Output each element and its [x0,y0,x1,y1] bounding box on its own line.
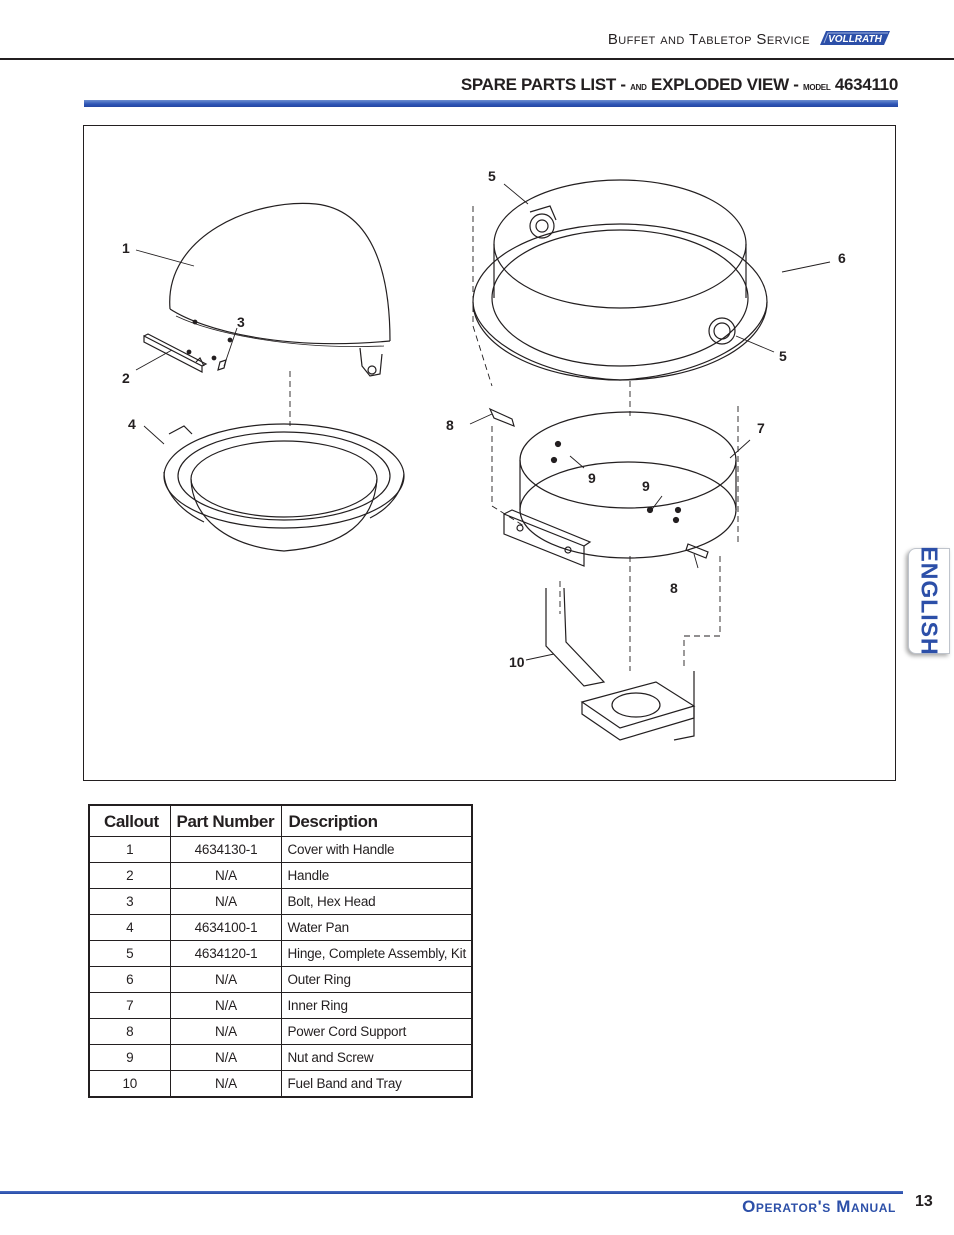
table-row: 10 N/A Fuel Band and Tray [87,1070,474,1098]
table-row: 3 N/A Bolt, Hex Head [87,888,474,915]
cover-dome-part [169,202,391,377]
cell-description: Hinge, Complete Assembly, Kit [281,940,474,967]
cell-description: Cover with Handle [281,836,474,863]
callout-2: 2 [122,370,130,386]
cell-part-number: 4634130-1 [169,836,283,863]
cell-description: Water Pan [281,914,474,941]
logo-text: VOLLRATH [828,34,882,45]
title-model-number: 4634110 [830,75,898,94]
cell-part-number: N/A [169,862,283,889]
callout-9-right: 9 [642,478,650,494]
callout-8-left: 8 [446,417,454,433]
cell-callout: 9 [87,1044,171,1071]
header-title: Buffet and Tabletop Service [607,31,810,48]
bolts-part [186,319,233,371]
fuel-band-tray-part [545,587,696,741]
cell-callout: 6 [87,966,171,993]
table-row: 2 N/A Handle [87,862,474,889]
section-title-bar [84,100,898,107]
footer-rule [0,1191,903,1194]
cell-callout: 3 [87,888,171,915]
footer-title: Operator's Manual [742,1197,896,1216]
title-model-word: model [803,79,831,93]
inner-ring-part [503,411,737,567]
table-row: 8 N/A Power Cord Support [87,1018,474,1045]
title-and: and [630,79,647,93]
cell-callout: 4 [87,914,171,941]
cell-part-number: 4634100-1 [169,914,283,941]
callout-7: 7 [757,420,765,436]
cell-part-number: N/A [169,1070,283,1098]
water-pan-part [163,423,405,552]
nut-screw-part [550,440,682,524]
handle-part [143,333,208,373]
table-row: 6 N/A Outer Ring [87,966,474,993]
cell-description: Power Cord Support [281,1018,474,1045]
table-row: 7 N/A Inner Ring [87,992,474,1019]
cell-callout: 2 [87,862,171,889]
spare-parts-table: Callout Part Number Description 1 463413… [87,804,474,1098]
title-part1: SPARE PARTS LIST - [460,75,631,94]
vollrath-logo: VOLLRATH [820,31,890,45]
callout-1: 1 [122,240,130,256]
table-row: 9 N/A Nut and Screw [87,1044,474,1071]
cell-callout: 8 [87,1018,171,1045]
callout-6: 6 [838,250,846,266]
callout-5-top: 5 [488,168,496,184]
callout-leader-lines [135,183,831,661]
header-part-number: Part Number [169,804,283,837]
cell-part-number: N/A [169,1044,283,1071]
callout-3: 3 [237,314,245,330]
cell-part-number: N/A [169,966,283,993]
cell-part-number: N/A [169,1018,283,1045]
cell-callout: 7 [87,992,171,1019]
callout-5-right: 5 [779,348,787,364]
cell-part-number: 4634120-1 [169,940,283,967]
cell-part-number: N/A [169,888,283,915]
header-description: Description [281,804,474,837]
page-number: 13 [915,1193,933,1210]
cell-description: Handle [281,862,474,889]
section-title: SPARE PARTS LIST - and EXPLODED VIEW - m… [461,75,898,95]
table-header-row: Callout Part Number Description [87,804,474,837]
cell-description: Outer Ring [281,966,474,993]
cell-callout: 10 [87,1070,171,1098]
callout-9-left: 9 [588,470,596,486]
table-row: 5 4634120-1 Hinge, Complete Assembly, Ki… [87,940,474,967]
power-cord-support-part [488,407,709,559]
header-rule [0,58,954,60]
cell-description: Bolt, Hex Head [281,888,474,915]
table-row: 4 4634100-1 Water Pan [87,914,474,941]
header-callout: Callout [87,804,171,837]
callout-10: 10 [509,654,525,670]
cell-description: Fuel Band and Tray [281,1070,474,1098]
cell-part-number: N/A [169,992,283,1019]
cell-callout: 1 [87,836,171,863]
outer-ring-part [472,179,768,381]
table-row: 1 4634130-1 Cover with Handle [87,836,474,863]
cell-description: Inner Ring [281,992,474,1019]
title-part2: EXPLODED VIEW - [646,75,804,94]
callout-8-right: 8 [670,580,678,596]
language-tab[interactable]: ENGLISH [908,546,950,656]
callout-4: 4 [128,416,136,432]
language-tab-label: ENGLISH [916,546,943,656]
exploded-view-diagram: 1 2 3 4 5 5 6 7 8 8 9 9 10 [83,125,896,781]
exploded-view-drawing [135,179,831,741]
cell-callout: 5 [87,940,171,967]
assembly-guide-lines [289,206,739,671]
cell-description: Nut and Screw [281,1044,474,1071]
